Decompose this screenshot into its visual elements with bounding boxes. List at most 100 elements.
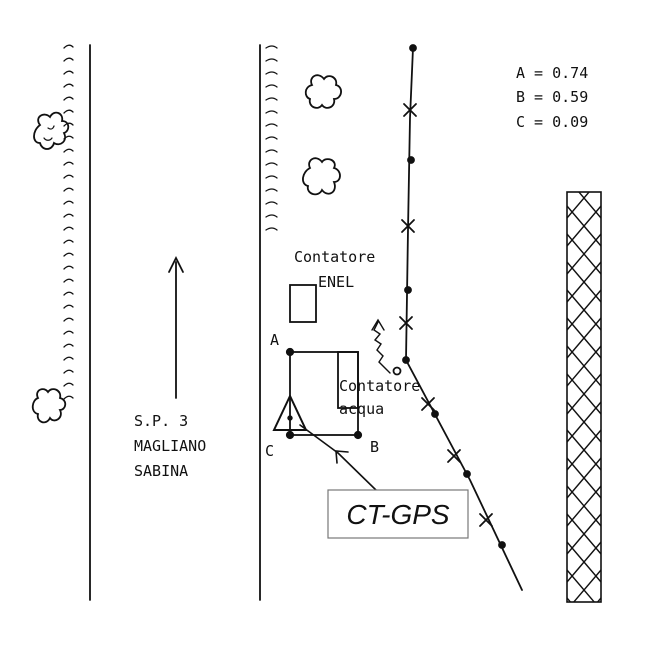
hatch-line <box>567 485 601 527</box>
legend-a: A = 0.74 <box>516 64 588 82</box>
grass-tick <box>63 395 74 400</box>
fence-post <box>402 356 410 364</box>
point-b-marker <box>353 430 363 440</box>
grass-tick <box>265 214 278 218</box>
road-name-line1: S.P. 3 <box>134 412 188 430</box>
legend-c: C = 0.09 <box>516 113 588 131</box>
hatch-line <box>567 626 601 649</box>
grass-tick <box>63 187 74 192</box>
hatch-line <box>567 429 601 471</box>
road-name-line3: SABINA <box>134 462 188 480</box>
fence-post <box>407 156 415 164</box>
hatch-line <box>567 205 601 247</box>
grass-tick <box>63 265 74 270</box>
fence-cross-icon <box>403 103 417 117</box>
fence-post <box>431 410 439 418</box>
water-pipe-arrow-icon <box>371 318 385 331</box>
hatch-line <box>567 513 601 555</box>
point-c-label: C <box>265 442 274 460</box>
fence-cross-icon <box>479 513 493 527</box>
water-pipe-zigzag <box>373 321 391 374</box>
grass-tick <box>63 343 74 348</box>
road-name-line2: MAGLIANO <box>134 437 206 455</box>
legend-b: B = 0.59 <box>516 88 588 106</box>
grass-tick <box>63 122 74 127</box>
grass-tick <box>265 58 278 62</box>
grass-tick <box>63 44 74 49</box>
water-label-line2: acqua <box>339 400 384 418</box>
bush-icon <box>33 111 70 150</box>
grass-tick <box>265 110 278 114</box>
grass-tick <box>265 149 278 153</box>
grass-tick <box>63 291 74 296</box>
water-meter-niche <box>337 351 359 409</box>
grass-tick <box>63 161 74 166</box>
station-pointer-arrow <box>337 452 379 493</box>
hatch-line <box>567 373 601 415</box>
grass-tick <box>265 175 278 179</box>
grass-tick <box>63 317 74 322</box>
grass-tick <box>265 201 278 205</box>
hatch-line <box>596 597 601 602</box>
hatch-line <box>567 261 601 303</box>
grass-tick <box>63 226 74 231</box>
bush-icon <box>302 157 341 196</box>
grass-right <box>265 45 278 231</box>
hatch-line <box>567 626 601 649</box>
bush-detail-icon <box>43 125 55 141</box>
grass-tick <box>63 278 74 283</box>
grass-tick <box>63 369 74 374</box>
fence-post <box>498 541 506 549</box>
grass-tick <box>265 84 278 88</box>
hatch-line <box>572 569 601 602</box>
fence-cross-icon <box>447 449 461 463</box>
grass-tick <box>63 70 74 75</box>
fence-line <box>405 47 523 591</box>
gps-center-dot <box>287 415 293 421</box>
hatch-line <box>567 457 601 499</box>
fence-post <box>463 470 471 478</box>
grass-tick <box>265 97 278 101</box>
grass-tick <box>265 71 278 75</box>
grass-tick <box>63 330 74 335</box>
wall-hatching <box>567 150 601 649</box>
station-pointer-line <box>299 424 339 454</box>
bush-icon <box>31 388 67 424</box>
hatch-line <box>567 289 601 331</box>
hatch-line <box>567 233 601 275</box>
grass-tick <box>63 57 74 62</box>
grass-tick <box>265 123 278 127</box>
point-b-label: B <box>370 438 379 456</box>
enel-label-line2: ENEL <box>318 273 354 291</box>
hatch-line <box>567 401 601 443</box>
grass-tick <box>63 252 74 257</box>
grass-tick <box>63 174 74 179</box>
hatched-wall <box>566 191 602 603</box>
grass-left <box>63 44 74 400</box>
grass-tick <box>265 136 278 140</box>
point-a-label: A <box>270 331 279 349</box>
enel-label-line1: Contatore <box>294 248 375 266</box>
hatch-line <box>567 150 601 190</box>
point-c-marker <box>285 430 295 440</box>
grass-tick <box>265 188 278 192</box>
hatch-line <box>567 150 601 190</box>
enel-meter-box <box>289 284 317 323</box>
grass-tick <box>265 227 278 231</box>
grass-tick <box>63 148 74 153</box>
arrow-head-icon <box>168 255 184 273</box>
grass-tick <box>63 382 74 387</box>
fence-cross-icon <box>399 316 413 330</box>
grass-tick <box>63 239 74 244</box>
grass-tick <box>63 356 74 361</box>
gps-antenna-icon <box>272 393 308 431</box>
hatch-line <box>567 317 601 359</box>
station-label-box <box>327 489 469 539</box>
hatch-line <box>567 192 591 219</box>
water-meter-marker <box>392 366 402 376</box>
hatch-line <box>567 345 601 387</box>
station-label: CT-GPS <box>346 499 450 530</box>
bush-icon <box>304 74 342 109</box>
